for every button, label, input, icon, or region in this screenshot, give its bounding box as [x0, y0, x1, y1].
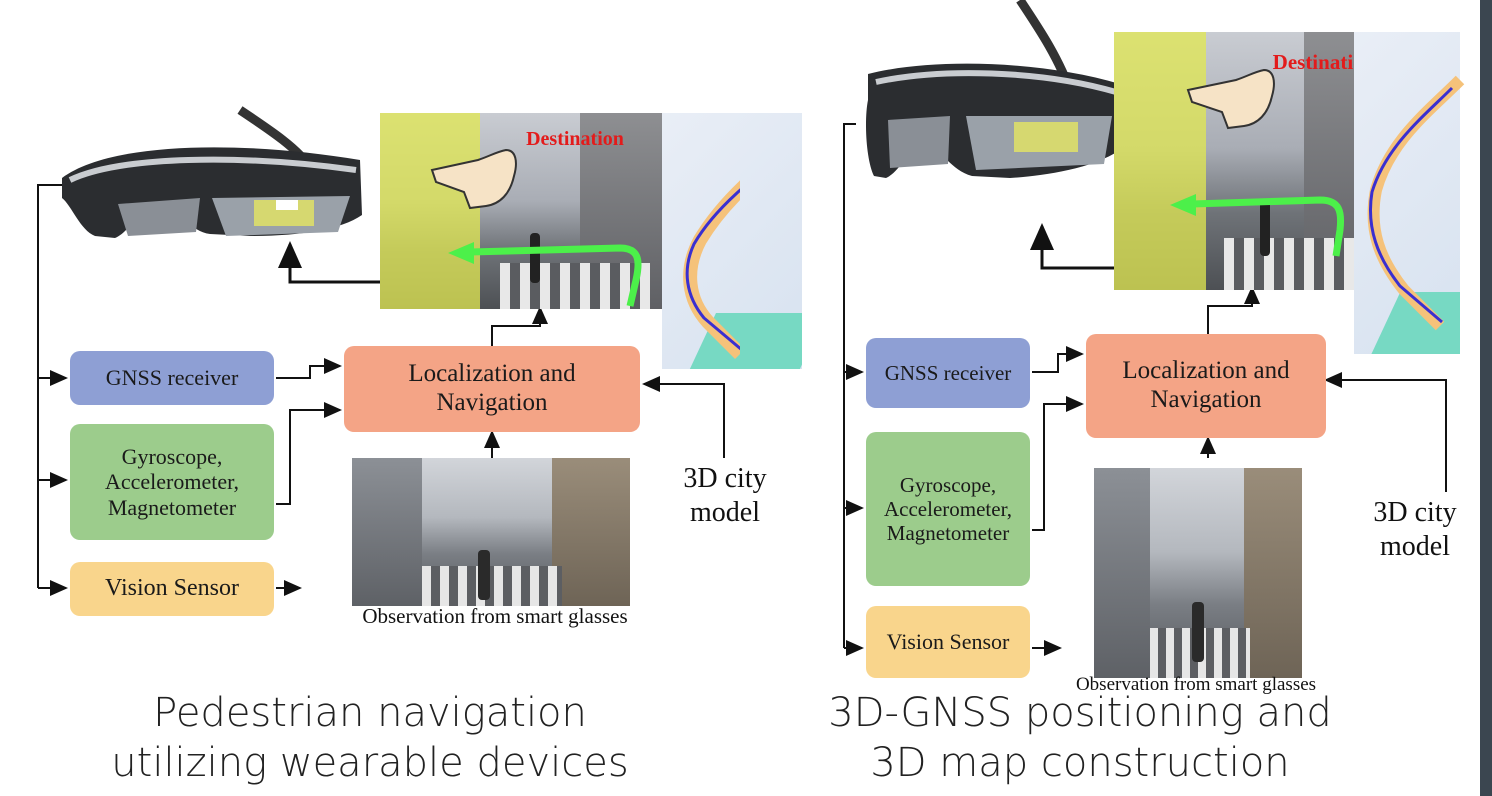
destination-label: Destination — [526, 128, 624, 150]
guide-arrow-icon — [1170, 194, 1345, 257]
observation-label: Observation from smart glasses — [1075, 674, 1317, 695]
inertial-sensors-box: Gyroscope, Accelerometer, Magnetometer — [70, 424, 274, 540]
smart-glasses-icon — [866, 0, 1120, 178]
navigation-display-photo — [380, 113, 670, 309]
observation-photo — [1094, 468, 1302, 678]
right-caption: 3D-GNSS positioning and 3D map construct… — [828, 690, 1332, 786]
left-caption: Pedestrian navigation utilizing wearable… — [111, 690, 629, 786]
gnss-receiver-box: GNSS receiver — [866, 338, 1030, 408]
observation-photo — [352, 458, 630, 606]
right-connectors — [843, 123, 1447, 656]
inertial-sensors-box: Gyroscope, Accelerometer, Magnetometer — [866, 432, 1030, 586]
route-map-icon — [662, 113, 802, 369]
city-model-label: 3D city model — [1373, 497, 1457, 562]
smart-glasses-icon — [62, 106, 362, 238]
route-map-path — [1367, 75, 1465, 331]
vision-sensor-box: Vision Sensor — [70, 562, 274, 616]
left-connectors — [37, 184, 725, 596]
guide-arrow-icon — [448, 242, 642, 307]
city-model-label: 3D city model — [683, 463, 767, 528]
pointing-hand-icon — [1186, 68, 1275, 130]
right-diagram: Destination GNSS receiver Gyroscope, Acc… — [740, 0, 1480, 796]
route-map-path — [683, 180, 740, 359]
right-edge-strip — [1480, 0, 1492, 796]
observation-label: Observation from smart glasses — [362, 604, 628, 628]
gnss-receiver-box: GNSS receiver — [70, 351, 274, 405]
left-diagram: Destination GNSS receiver Gyroscope, Acc… — [0, 0, 802, 796]
localization-navigation-box: Localization and Navigation — [344, 346, 640, 432]
localization-navigation-box: Localization and Navigation — [1086, 334, 1326, 438]
pointing-hand-icon — [430, 148, 517, 210]
vision-sensor-box: Vision Sensor — [866, 606, 1030, 678]
